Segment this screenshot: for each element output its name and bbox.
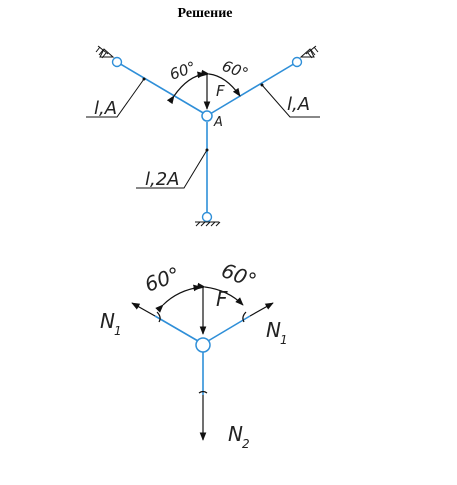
- top-figure: 60° 60° F A l,A l,A l,2A: [86, 45, 320, 227]
- svg-text:1: 1: [114, 324, 122, 338]
- force-arrow-n1-right: [249, 302, 274, 317]
- angle-label-right-top: 60°: [220, 57, 251, 83]
- cut-mark-left: [156, 311, 161, 323]
- leader-bottom: [136, 149, 208, 189]
- angle-label-left-bottom: 60°: [142, 262, 184, 297]
- leader-right: [261, 84, 320, 118]
- left-pin-support: [95, 45, 123, 68]
- label-n1-left: N 1: [100, 309, 122, 338]
- svg-text:2: 2: [242, 437, 250, 451]
- force-label-f: F: [216, 287, 228, 311]
- fbd-rod-left: [154, 315, 199, 342]
- fbd-node: [195, 337, 211, 353]
- cut-mark-right: [242, 311, 247, 323]
- svg-text:N: N: [100, 309, 115, 333]
- svg-text:N: N: [266, 318, 281, 342]
- label-n2: N 2: [228, 422, 250, 451]
- node-label-a: A: [213, 115, 223, 130]
- label-n1-right: N 1: [266, 318, 288, 347]
- label-right-rod: l,A: [287, 94, 310, 115]
- node-a: [201, 110, 213, 122]
- rod-left: [116, 61, 206, 115]
- cut-mark-bottom: [198, 390, 208, 394]
- right-pin-support: [291, 45, 319, 68]
- svg-text:N: N: [228, 422, 243, 446]
- leader-left: [86, 78, 145, 118]
- svg-text:1: 1: [280, 333, 288, 347]
- force-label-top: F: [216, 82, 225, 100]
- force-arrow-n1-left: [131, 302, 156, 317]
- label-bottom-rod: l,2A: [145, 169, 180, 190]
- angle-arc-right-top: [201, 69, 241, 97]
- rod-right: [209, 61, 298, 115]
- bottom-pin-support: [195, 211, 221, 227]
- page-title: Решение: [177, 6, 233, 21]
- angle-arc-right-bottom: [197, 282, 244, 306]
- angle-label-left-top: 60°: [167, 58, 198, 84]
- fbd-rod-right: [207, 315, 251, 342]
- label-left-rod: l,A: [94, 98, 117, 119]
- free-body-figure: 60° 60° F N 1 N 1 N 2: [100, 258, 288, 451]
